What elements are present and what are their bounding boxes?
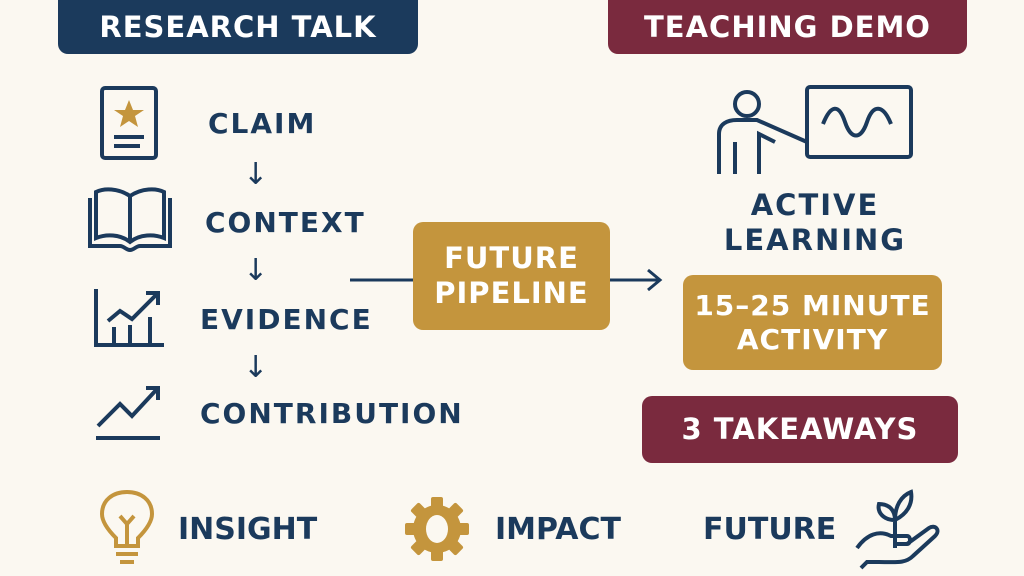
takeaways-box: 3 TAKEAWAYS	[642, 396, 958, 463]
activity-box: 15–25 MINUTE ACTIVITY	[683, 275, 942, 370]
hand-plant-icon	[855, 489, 940, 570]
gear-icon	[405, 497, 469, 561]
insight-label: INSIGHT	[178, 512, 318, 547]
down-arrow-icon: ↓	[243, 253, 269, 288]
down-arrow-icon: ↓	[243, 350, 269, 385]
step-context: CONTEXT	[205, 206, 366, 239]
presenter-icon	[717, 85, 913, 174]
pipeline-line1: FUTURE	[444, 241, 579, 276]
trend-up-icon	[96, 386, 160, 440]
step-claim: CLAIM	[208, 107, 317, 140]
research-talk-header: RESEARCH TALK	[58, 0, 418, 54]
active-line1: ACTIVE	[750, 188, 880, 222]
impact-label: IMPACT	[495, 512, 621, 547]
active-learning-label: ACTIVE LEARNING	[695, 188, 935, 258]
document-star-icon	[100, 86, 158, 160]
bar-chart-trend-icon	[94, 289, 164, 347]
connector-line	[350, 268, 663, 292]
open-book-icon	[88, 187, 172, 253]
down-arrow-icon: ↓	[243, 157, 269, 192]
step-contribution: CONTRIBUTION	[200, 397, 464, 430]
pipeline-line2: PIPELINE	[434, 276, 589, 310]
teaching-demo-header: TEACHING DEMO	[608, 0, 967, 54]
activity-line2: ACTIVITY	[736, 322, 889, 356]
future-label: FUTURE	[703, 512, 837, 547]
future-pipeline-box: FUTURE PIPELINE	[413, 222, 610, 330]
activity-line1: 15–25 MINUTE	[694, 288, 931, 322]
step-evidence: EVIDENCE	[200, 303, 373, 336]
active-line2: LEARNING	[723, 223, 907, 257]
lightbulb-icon	[99, 489, 155, 564]
